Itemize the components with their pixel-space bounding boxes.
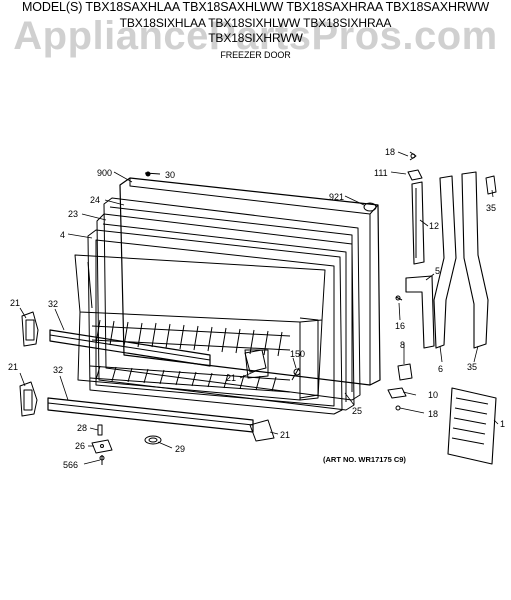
callout-21-left-upper: 21: [10, 298, 20, 308]
callout-6: 6: [438, 364, 443, 374]
callout-32-lower: 32: [53, 365, 63, 375]
callout-21-left-lower: 21: [8, 362, 18, 372]
callout-30: 30: [165, 170, 175, 180]
model-list-line-2: TBX18SIXHLAA TBX18SIXHLWW TBX18SIXHRAA: [119, 16, 392, 30]
callout-16: 16: [395, 321, 405, 331]
leader-lines: [19, 151, 499, 465]
model-list-line-3: TBX18SIXHRWW: [208, 31, 303, 45]
fastener-150: [291, 367, 301, 381]
stop-8: [397, 363, 413, 381]
callout-566: 566: [63, 460, 78, 470]
shelf-bar-upper: [49, 329, 211, 367]
callout-4: 4: [60, 230, 65, 240]
callout-8: 8: [400, 340, 405, 350]
callout-25: 25: [352, 406, 362, 416]
callout-18-bottom: 18: [428, 409, 438, 419]
callout-21-right-lower: 21: [280, 430, 290, 440]
callout-900: 900: [97, 168, 112, 178]
screw-566: [99, 455, 105, 465]
callout-labels: 900 30 24 23 4 921 18 111 35 12 5 16 8 6…: [8, 147, 505, 470]
shelf-end-cap-right-upper: [244, 349, 267, 373]
literature-booklet-1: [447, 387, 497, 465]
hinge-pin-10: [387, 387, 407, 399]
callout-24: 24: [90, 195, 100, 205]
callout-12: 12: [429, 221, 439, 231]
callout-5: 5: [435, 266, 440, 276]
shelf-end-cap-left-upper: [21, 311, 39, 347]
screw-30: [144, 171, 161, 177]
callout-35-lower: 35: [467, 362, 477, 372]
model-list-line-1: MODEL(S) TBX18SAXHLAA TBX18SAXHLWW TBX18…: [21, 0, 490, 14]
callout-150: 150: [290, 349, 305, 359]
callout-10: 10: [428, 390, 438, 400]
door-liner: [74, 254, 326, 401]
callout-21-right-upper: 21: [226, 373, 236, 383]
plug-921: [363, 202, 377, 212]
callout-28: 28: [77, 423, 87, 433]
screw-18-bottom: [395, 405, 401, 411]
callout-29: 29: [175, 444, 185, 454]
callout-26: 26: [75, 441, 85, 451]
shelf-end-cap-left-lower: [19, 381, 38, 417]
door-handle-35: [461, 171, 489, 349]
callout-1: 1: [500, 419, 505, 429]
bracket-26: [91, 439, 113, 454]
screw-16: [395, 295, 403, 301]
callout-35-upper: 35: [486, 203, 496, 213]
callout-111: 111: [374, 168, 388, 178]
hinge-bar-12: [411, 181, 425, 265]
callout-921: 921: [329, 192, 344, 202]
callout-23: 23: [68, 209, 78, 219]
callout-32-upper: 32: [48, 299, 58, 309]
screw-18-top: [409, 151, 417, 161]
diagram-subtitle: FREEZER DOOR: [220, 50, 291, 60]
clip-111: [407, 169, 423, 181]
shelf-end-cap-right-lower: [249, 419, 275, 442]
callout-18-top: 18: [385, 147, 395, 157]
handle-cap-35-upper: [485, 175, 497, 195]
door-handle-6: [433, 175, 457, 349]
screw-28: [97, 424, 103, 436]
grommet-29: [144, 435, 162, 445]
hinge-5: [405, 275, 435, 349]
art-number: (ART NO. WR17175 C9): [323, 455, 406, 464]
